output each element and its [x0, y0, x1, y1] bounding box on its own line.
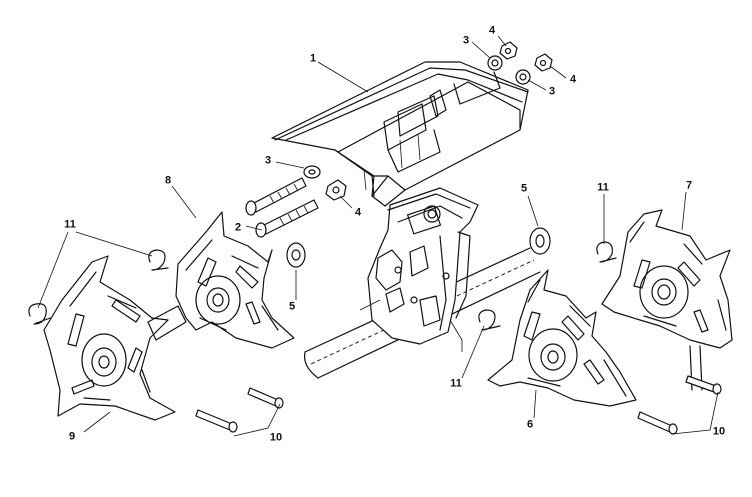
callout-part-4: 4 [488, 24, 496, 37]
leader-lines [37, 35, 719, 437]
callout-part-3: 3 [548, 85, 556, 98]
right-outer-tine [601, 209, 733, 391]
callout-part-10: 10 [712, 425, 726, 438]
callout-part-4: 4 [354, 206, 362, 219]
left-outer-tine [43, 255, 176, 421]
callout-part-8: 8 [164, 174, 172, 187]
callout-part-1: 1 [309, 52, 317, 65]
left-inner-tine [147, 211, 295, 349]
transmission-housing [359, 187, 479, 352]
hitch-pins [28, 241, 617, 331]
nuts [325, 41, 553, 201]
callout-part-11: 11 [450, 377, 462, 390]
callout-part-6: 6 [526, 418, 534, 431]
tine-shield [271, 61, 529, 207]
bolts [245, 177, 319, 238]
callout-part-5: 5 [288, 300, 296, 313]
callout-part-4: 4 [569, 73, 577, 86]
clevis-pins [195, 375, 722, 435]
flat-washers [303, 55, 531, 179]
spacer-washers [286, 227, 551, 268]
callout-part-2: 2 [234, 221, 242, 234]
callout-part-7: 7 [685, 179, 693, 192]
callout-part-5: 5 [520, 182, 528, 195]
callout-part-11: 11 [597, 181, 609, 194]
callout-part-9: 9 [68, 430, 76, 443]
callout-part-3: 3 [264, 154, 272, 167]
callout-part-10: 10 [269, 431, 283, 444]
callout-part-3: 3 [462, 34, 470, 47]
right-inner-tine [487, 269, 637, 407]
callout-part-11: 11 [64, 218, 76, 231]
